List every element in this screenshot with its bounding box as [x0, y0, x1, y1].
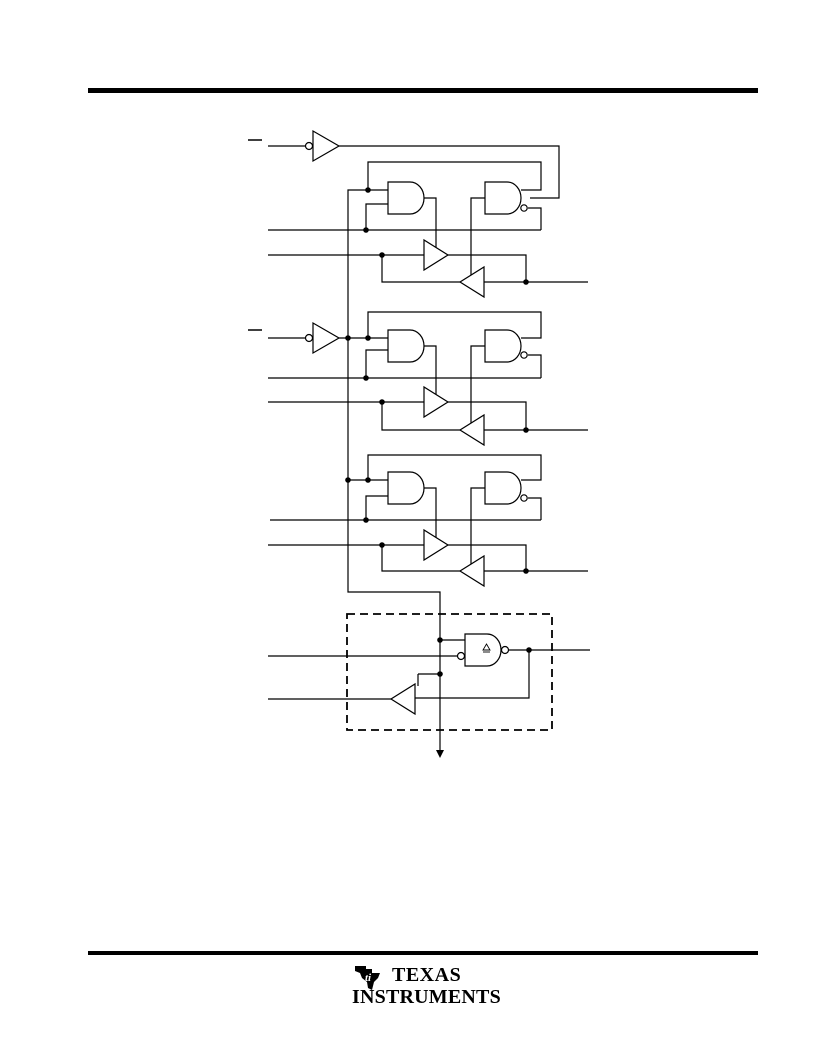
footer-rule [88, 951, 758, 955]
channel-3 [268, 454, 588, 588]
ti-logo-icon: ti [355, 966, 380, 990]
header-rule [88, 88, 758, 93]
control-block [268, 613, 590, 731]
channel-1 [268, 161, 588, 299]
brand-logo: ti TEXAS INSTRUMENTS [352, 964, 501, 1014]
brand-line-2: INSTRUMENTS [352, 986, 501, 1008]
enable-bus [347, 189, 444, 758]
svg-text:ti: ti [365, 972, 372, 984]
input-buffer-top [248, 129, 560, 199]
input-buffer-middle [248, 321, 368, 355]
brand-line-1: TEXAS [392, 964, 462, 986]
channel-2 [268, 311, 588, 447]
junction-dots [345, 187, 532, 677]
